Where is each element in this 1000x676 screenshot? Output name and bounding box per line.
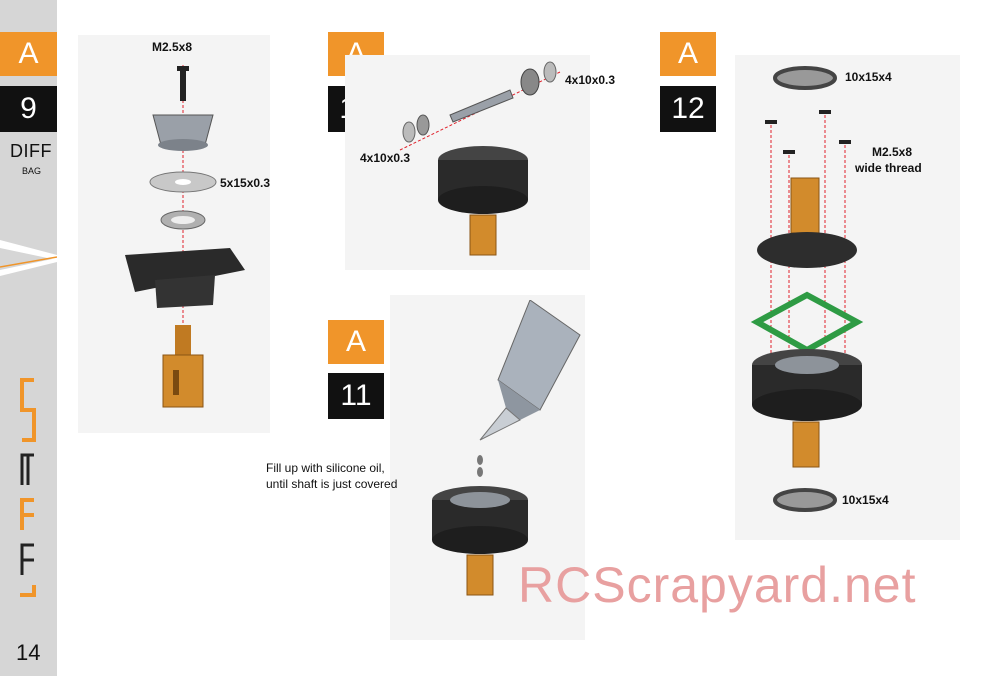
washer-label-step9: 5x15x0.3 [220, 176, 271, 190]
sidebar-stripe-graphic [0, 240, 57, 276]
step12-letter-badge: A [660, 32, 716, 76]
step11-oil-bottle-diagram [432, 300, 581, 596]
screw-label-step12-line2: wide thread [855, 161, 922, 175]
step12-panel [735, 55, 960, 540]
step10-exploded-diagram [399, 61, 561, 256]
step12-exploded-diagram [750, 66, 864, 512]
section-subtitle: BAG [22, 166, 42, 176]
oil-fill-instruction-line2: until shaft is just covered [266, 477, 398, 491]
oil-fill-instruction: Fill up with silicone oil, until shaft i… [266, 460, 397, 492]
washer-label-step10-right: 4x10x0.3 [565, 73, 616, 87]
step9-exploded-diagram [125, 65, 245, 408]
oil-fill-instruction-line1: Fill up with silicone oil, [266, 461, 385, 475]
watermark-text: RCScrapyard.net [518, 557, 917, 613]
step-letter-badge: A [0, 32, 57, 76]
step11-letter-badge: A [328, 320, 384, 364]
screw-label-step9: M2.5x8 [152, 40, 193, 54]
page-number: 14 [16, 640, 41, 665]
washer-label-step10-left: 4x10x0.3 [360, 151, 411, 165]
screw-label-step12-line1: M2.5x8 [872, 145, 913, 159]
step-number-badge: 9 [0, 86, 57, 132]
section-title: DIFF [10, 141, 52, 161]
brand-logo-icon [20, 378, 36, 597]
bearing-label-step12-top: 10x15x4 [845, 70, 892, 84]
step12-number-badge: 12 [660, 86, 716, 132]
sidebar: A 9 DIFF BAG 14 [0, 0, 57, 676]
bearing-label-step12-bottom: 10x15x4 [842, 493, 889, 507]
step11-number-badge: 11 [328, 373, 384, 419]
